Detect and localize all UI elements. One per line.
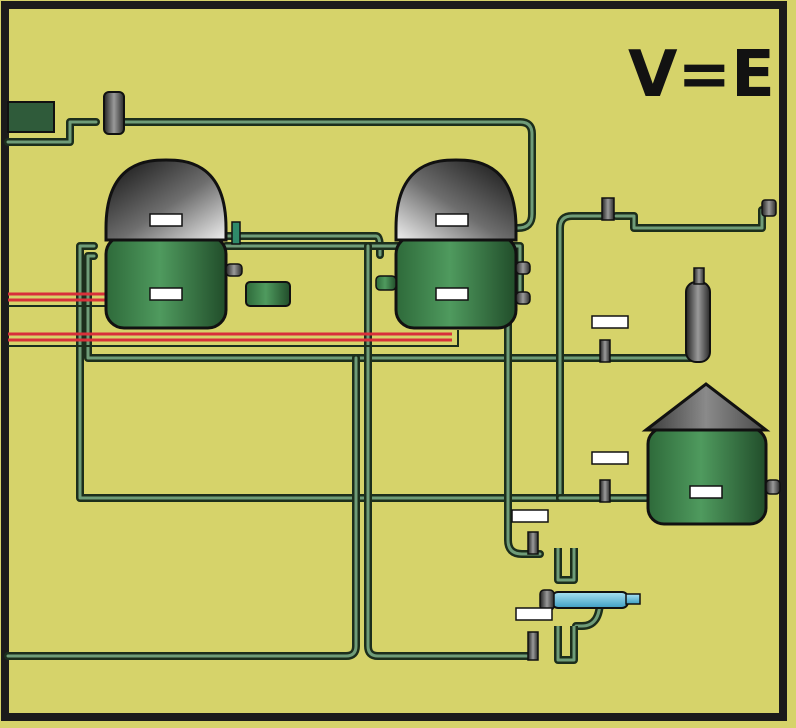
sensor — [231, 221, 241, 245]
gas-bottle-icon — [685, 281, 711, 363]
valve-icon — [601, 197, 615, 221]
pipe-right-riser-core — [558, 214, 604, 500]
exchanger-cap-left — [539, 589, 555, 611]
feed-pump — [7, 101, 55, 133]
side-port — [515, 261, 531, 275]
gas-bottle — [591, 267, 711, 363]
diagram-title: V=E — [628, 38, 775, 112]
heat-exchanger — [539, 589, 641, 611]
label-box — [591, 451, 629, 465]
pipe-bottom-line-2-core — [366, 244, 534, 658]
inlet-port — [375, 275, 397, 291]
pipe-top-gas-line-core — [120, 120, 534, 230]
gas-line-bracket — [601, 197, 777, 221]
label-box — [511, 509, 549, 523]
side-port — [225, 263, 243, 277]
pump-icon — [7, 101, 55, 133]
digester-2 — [375, 158, 531, 330]
side-motor — [245, 281, 291, 307]
side-port — [765, 479, 781, 495]
digester-icon — [394, 234, 518, 330]
u-trap-upper — [511, 509, 578, 584]
heat-exchanger-icon — [551, 591, 629, 609]
valve-icon — [599, 479, 611, 503]
exchanger-nozzle — [625, 593, 641, 605]
label-box — [149, 213, 183, 227]
gas-holder-roof — [641, 382, 771, 432]
digester-icon — [104, 234, 228, 330]
bottle-neck — [693, 267, 705, 285]
pipe-bottom-line-core — [6, 356, 358, 658]
label-box — [515, 607, 553, 621]
pipe-network — [4, 118, 766, 660]
valve-icon — [599, 339, 611, 363]
gas-holder-icon — [646, 426, 768, 526]
valve-icon — [527, 531, 539, 555]
digester-dome — [104, 158, 228, 242]
cylinder-icon — [103, 91, 125, 135]
feed-cylinder — [103, 91, 125, 135]
label-box — [591, 315, 629, 329]
bracket-icon — [761, 199, 777, 217]
heating-lines — [8, 292, 459, 347]
dark-line-2 — [8, 330, 459, 347]
gas-holder — [591, 382, 781, 526]
label-box — [435, 213, 469, 227]
pipe-feed-line-core — [6, 120, 98, 144]
valve-icon — [527, 631, 539, 661]
digester-dome — [394, 158, 518, 242]
label-box — [689, 485, 723, 499]
digester-1 — [104, 158, 291, 330]
u-trap-lower — [515, 607, 578, 664]
pipe-to-utrap-core — [506, 298, 542, 556]
frame-border — [1, 1, 787, 721]
pipe-digester-link-2-core — [224, 244, 522, 302]
label-box — [149, 287, 183, 301]
label-box — [435, 287, 469, 301]
pipe-left-loop-core — [78, 244, 562, 500]
side-port — [515, 291, 531, 305]
pipe-gas-bracket-core — [614, 208, 764, 230]
